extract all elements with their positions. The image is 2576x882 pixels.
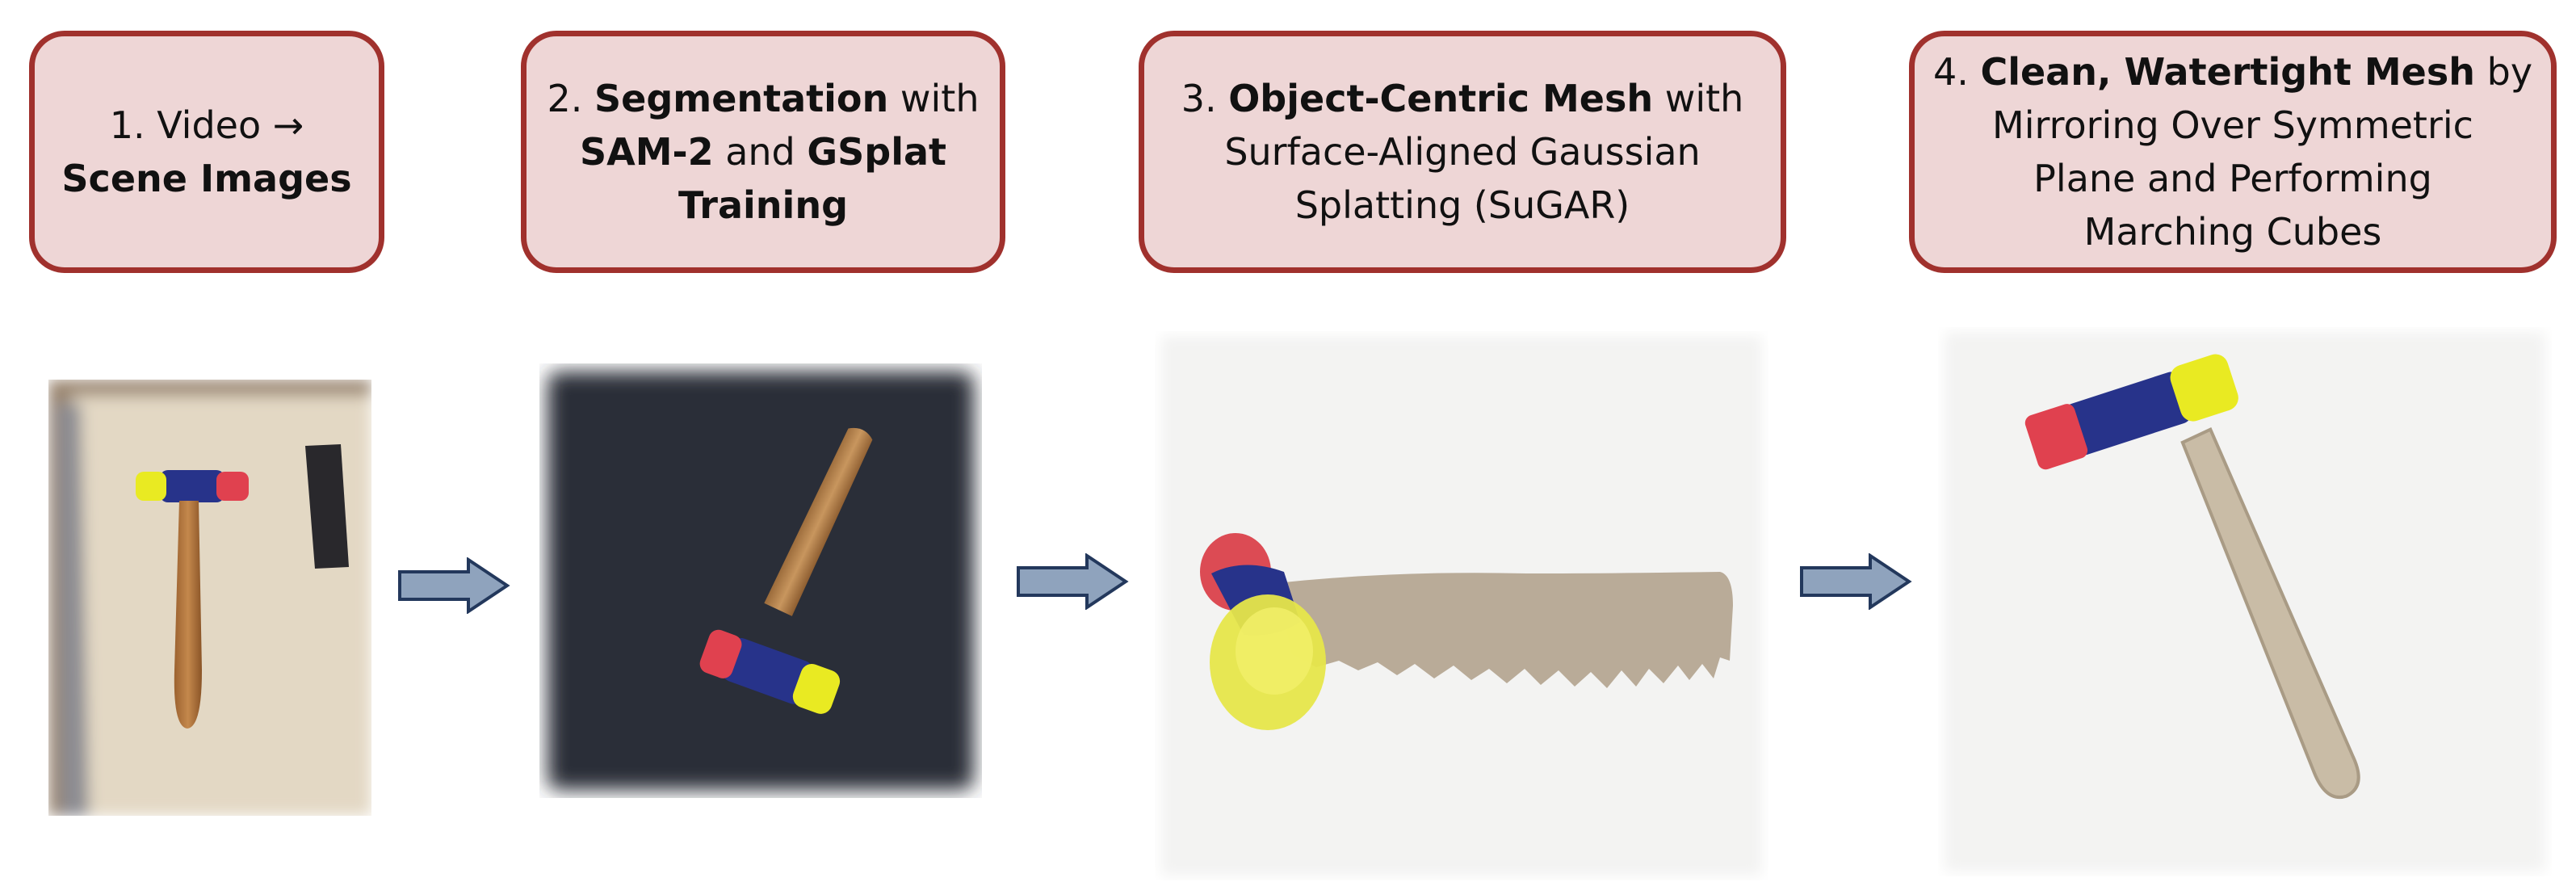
step-label-run: 1. Video → [109,103,304,147]
step-label-run: Training [678,183,848,227]
step-label-line: SAM-2 and GSplat [547,125,979,178]
step-label-run: with [888,77,980,120]
step-label-run: Marching Cubes [2083,210,2382,254]
segmentation-image [539,363,982,798]
right-arrow-icon [1016,553,1129,610]
right-arrow-icon [1799,553,1912,610]
step-label-line: Training [547,178,979,232]
step-label-run: with [1653,77,1744,120]
sugar-mesh-image [1155,331,1768,880]
step-label-run: 4. [1932,50,1981,94]
step-label-line: Splatting (SuGAR) [1181,178,1744,232]
step-label-run: Clean, Watertight Mesh [1980,50,2476,94]
step-label-line: Surface-Aligned Gaussian [1181,125,1744,178]
step-1-label: 1. Video → Scene Images [61,99,351,205]
step-1-box: 1. Video → Scene Images [29,31,384,273]
step-label-line: Mirroring Over Symmetric [1933,99,2532,152]
sugar-hammer-mesh [1200,533,1733,730]
segmented-hammer [699,427,873,714]
hammer-photo [136,444,349,729]
step-label-line: Marching Cubes [1933,205,2532,258]
step-label-run: 3. [1181,77,1229,120]
step-label-run: GSplat [807,130,946,174]
step-label-run: by [2475,50,2533,94]
step-label-line: 1. Video → [61,99,351,152]
step-label-run: Mirroring Over Symmetric [1992,103,2473,147]
right-arrow-icon [397,557,510,614]
step-label-run: Surface-Aligned Gaussian [1224,130,1701,174]
step-label-line: Scene Images [61,152,351,205]
step-label-run: Plane and Performing [2033,157,2432,200]
step-label-line: 4. Clean, Watertight Mesh by [1933,45,2532,99]
step-label-run: 2. [547,77,594,120]
step-label-run: SAM-2 [579,130,714,174]
step-label-run: Scene Images [61,157,352,200]
step-label-run: Segmentation [594,77,889,120]
step-label-line: Plane and Performing [1933,152,2532,205]
step-label-run: and [713,130,808,174]
step-label-line: 3. Object-Centric Mesh with [1181,72,1744,125]
step-label-line: 2. Segmentation with [547,72,979,125]
scene-photo-image [48,380,371,816]
step-label-run: Splatting (SuGAR) [1294,183,1630,227]
step-label-run: Object-Centric Mesh [1228,77,1654,120]
clean-hammer-mesh [2024,354,2360,799]
watertight-mesh-image [1938,327,2552,876]
